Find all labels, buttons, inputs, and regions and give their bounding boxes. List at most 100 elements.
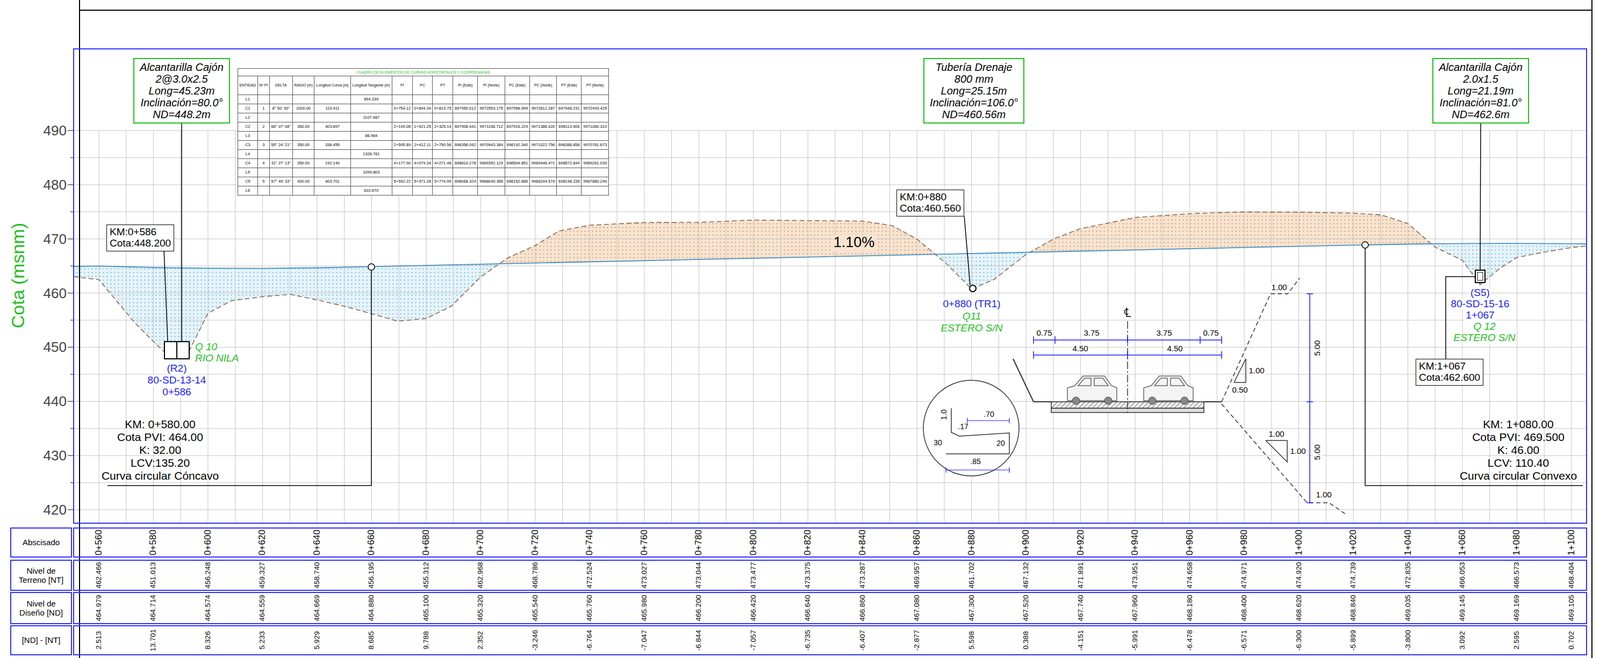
table-cell: PC (Este) bbox=[504, 76, 530, 96]
table-cell: 350.00 bbox=[292, 159, 315, 169]
axis-tick bbox=[67, 292, 74, 294]
table-cell: 9971158.712 bbox=[477, 122, 505, 132]
elevation-value: 455.312 bbox=[421, 562, 430, 590]
car-symbol bbox=[1180, 397, 1189, 405]
elevation-value: 461.702 bbox=[967, 562, 976, 590]
callout-text: Long=45.23m bbox=[139, 84, 224, 97]
table-cell bbox=[529, 149, 557, 160]
grid-line bbox=[643, 130, 645, 524]
table-cell: 4+079.34 bbox=[412, 159, 433, 169]
table-cell: 698113.906 bbox=[556, 122, 582, 132]
elevation-value: 465.980 bbox=[640, 595, 649, 622]
elevation-value: 467.300 bbox=[967, 595, 976, 622]
elevation-value: 5.929 bbox=[312, 631, 321, 650]
elevation-value: 0.388 bbox=[1022, 631, 1031, 650]
grid-line bbox=[834, 130, 836, 524]
table-cell: PI bbox=[392, 76, 413, 96]
callout-text: 800 mm bbox=[929, 73, 1018, 85]
table-cell: 698386.856 bbox=[556, 140, 582, 150]
table-cell bbox=[392, 95, 413, 105]
elevation-value: 464.574 bbox=[204, 595, 213, 622]
table-cell bbox=[350, 140, 392, 150]
table-cell: 66° 07' 08" bbox=[269, 122, 293, 132]
table-cell bbox=[453, 113, 478, 123]
table-cell: 350.00 bbox=[292, 140, 315, 150]
callout-text: Long=21.19m bbox=[1438, 84, 1523, 97]
elevation-value: 469.105 bbox=[1567, 595, 1576, 622]
dimension: 0.75 bbox=[1201, 328, 1220, 339]
grid-line bbox=[73, 320, 1587, 321]
station-text: Cota:448.200 bbox=[109, 238, 171, 250]
grid-line bbox=[1244, 130, 1245, 524]
site-label: Q11 bbox=[961, 311, 983, 323]
site-label: 1+067 bbox=[1464, 310, 1496, 322]
table-cell: PI (Este) bbox=[453, 76, 478, 96]
table-cell: 9970943.384 bbox=[477, 140, 505, 150]
callout-text: Long=25.15m bbox=[929, 84, 1018, 97]
table-cell: C2 bbox=[238, 122, 258, 132]
table-cell: Nº PI bbox=[257, 76, 270, 96]
curve-note: Curva circular Convexo bbox=[1459, 469, 1577, 483]
grid-line bbox=[73, 401, 1587, 403]
grid-line bbox=[671, 130, 672, 524]
table-cell bbox=[453, 131, 478, 141]
table-cell bbox=[314, 131, 351, 141]
table-cell: 9969446.471 bbox=[529, 159, 557, 169]
pvi-line bbox=[1365, 485, 1583, 487]
site-label: 1.10% bbox=[832, 234, 877, 251]
station-text: Cota:462.600 bbox=[1418, 372, 1481, 384]
table-cell bbox=[269, 186, 293, 196]
elevation-value: 462.968 bbox=[476, 562, 485, 590]
grid-line bbox=[73, 292, 1587, 294]
elevation-value: -6.844 bbox=[694, 630, 703, 651]
row-header: Nivel de Terreno [NT] bbox=[12, 567, 70, 585]
table-cell bbox=[257, 149, 270, 160]
table-cell: 698068.324 bbox=[453, 177, 478, 187]
elevation-value: 473.027 bbox=[640, 562, 649, 590]
grid-line bbox=[234, 130, 236, 524]
curve-note: Cota PVI: 464.00 bbox=[117, 431, 204, 444]
elevation-value: 0.702 bbox=[1567, 631, 1576, 650]
table-cell: RADIO (m) bbox=[292, 76, 315, 96]
grid-line bbox=[73, 482, 1587, 484]
table-cell: DELTA bbox=[269, 76, 293, 96]
station-text: KM:0+586 bbox=[109, 226, 171, 239]
table-cell bbox=[257, 131, 270, 141]
shoulder bbox=[1033, 401, 1052, 403]
elevation-value: 472.835 bbox=[1403, 562, 1412, 590]
elevation-value: 464.669 bbox=[312, 595, 321, 622]
axis-tick bbox=[67, 184, 74, 186]
site-label: 80-SD-15-16 bbox=[1450, 298, 1511, 311]
table-cell: 697915.229 bbox=[504, 122, 530, 132]
table-cell: 5+774.99 bbox=[432, 177, 454, 187]
station: 1+060 bbox=[1457, 529, 1468, 556]
elevation-value: 471.891 bbox=[1076, 562, 1085, 590]
table-cell bbox=[292, 113, 315, 123]
grid-line bbox=[807, 130, 809, 524]
box-culvert bbox=[1475, 270, 1485, 283]
station: 0+560 bbox=[94, 529, 105, 556]
table-cell: C1 bbox=[238, 104, 258, 114]
table-cell: 192.140 bbox=[314, 159, 351, 169]
grid-line bbox=[1161, 130, 1163, 524]
detail-dimension: 1.0 bbox=[940, 409, 949, 420]
table-cell bbox=[477, 95, 505, 105]
station: 0+700 bbox=[475, 529, 486, 556]
grid-line bbox=[73, 238, 1587, 240]
curve-note: LCV: 110.40 bbox=[1487, 456, 1549, 470]
table-cell: L5 bbox=[238, 168, 258, 178]
elevation-value: 464.979 bbox=[95, 595, 104, 622]
dimension: 3.75 bbox=[1154, 328, 1173, 339]
sheet-border bbox=[79, 0, 81, 658]
slope-triangle bbox=[1265, 440, 1288, 463]
table-cell: 1 bbox=[257, 104, 270, 114]
table-cell: 9968040.385 bbox=[477, 177, 505, 187]
grid-line bbox=[73, 510, 1587, 511]
grid-line bbox=[1107, 130, 1109, 524]
table-cell bbox=[504, 168, 530, 178]
elevation-value: -4.151 bbox=[1076, 630, 1085, 651]
table-cell: C3 bbox=[238, 140, 258, 150]
table-cell bbox=[556, 186, 582, 196]
table-cell bbox=[504, 186, 530, 196]
shoulder bbox=[1203, 401, 1222, 403]
